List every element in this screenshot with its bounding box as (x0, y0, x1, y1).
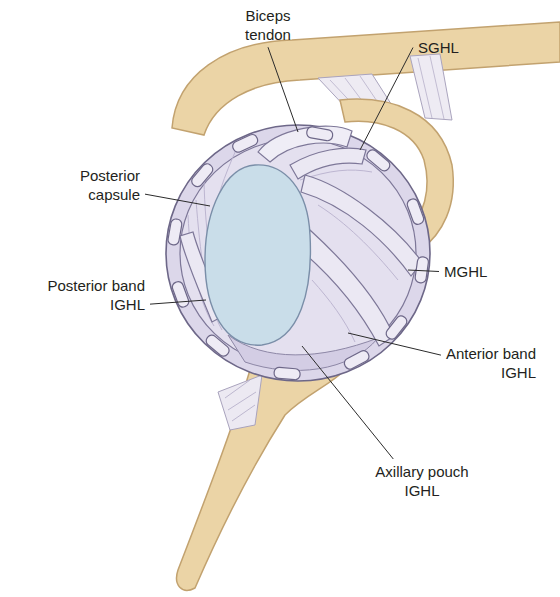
ligament-cut-end (204, 333, 231, 358)
ligament-cut-ends (167, 126, 429, 380)
ligament-cut-end (167, 218, 182, 246)
biceps-tendon (258, 126, 352, 162)
ligament-cut-end (343, 349, 371, 371)
anterior-band (304, 230, 394, 346)
part-label: MGHL (444, 262, 514, 281)
sghl-band (290, 148, 366, 179)
leader-line (145, 194, 210, 206)
mghl-band (301, 175, 422, 276)
part-label: Axillary pouch IGHL (366, 462, 478, 500)
capsule-inner (180, 139, 416, 367)
leader-line (408, 270, 439, 272)
ligament-cut-end (274, 367, 301, 380)
part-label: Biceps tendon (233, 6, 303, 44)
ligament-cut-end (306, 126, 334, 141)
part-label: Posterior band IGHL (33, 276, 145, 314)
scapula-body (177, 370, 345, 590)
ligament-cut-end (415, 256, 430, 283)
glenoid-cartilage (205, 165, 310, 345)
ligament-cut-end (384, 314, 409, 341)
ligament-cut-end (231, 133, 259, 154)
leader-line (360, 48, 413, 151)
infraglenoid-fibers (225, 380, 256, 421)
ligament-cut-end (190, 162, 215, 189)
ligament-cut-end (406, 198, 425, 226)
leader-line (268, 47, 298, 132)
part-label: Anterior band IGHL (424, 344, 536, 382)
leader-line (302, 346, 393, 459)
leader-line (150, 300, 206, 304)
ligament-cut-end (171, 280, 190, 308)
ligament-fibers (418, 56, 444, 119)
capsule-fibers (188, 150, 410, 358)
ligament-cut-end (365, 148, 392, 173)
part-label: Posterior capsule (60, 166, 140, 204)
infraglenoid-ligament (218, 375, 262, 430)
leader-line (348, 333, 441, 355)
part-label: SGHL (418, 38, 488, 57)
coracoclavicular-ligament (410, 54, 452, 120)
